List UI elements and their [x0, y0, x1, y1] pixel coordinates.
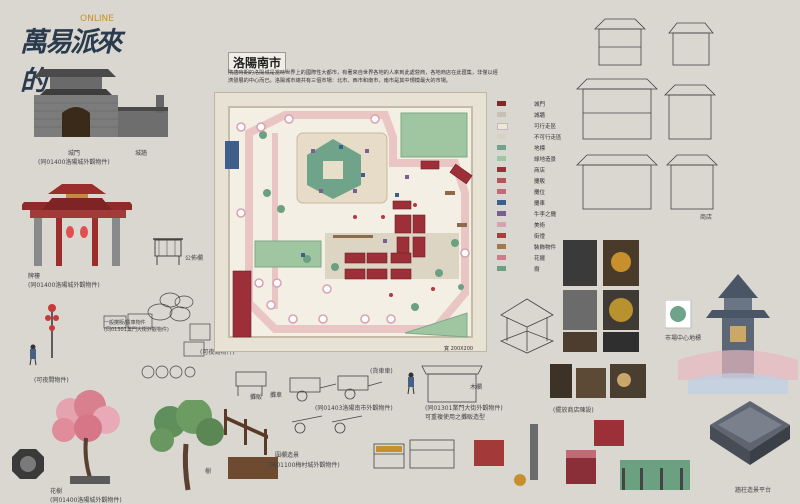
legend-swatch: [497, 134, 506, 139]
lantern-tower-illustration: [678, 274, 798, 394]
map-title: 洛陽南市: [228, 52, 287, 73]
market-map-svg: [215, 93, 486, 351]
legend-label: 樹: [534, 267, 540, 273]
cart-ref-caption: (同01403洛陽南市外觀物件): [315, 405, 393, 412]
legend-swatch: [497, 101, 506, 106]
fence-caption: 圍欄造景: [275, 452, 300, 459]
city-wall-caption: 城牆: [135, 150, 148, 157]
legend-label: 牛李之攤: [534, 212, 557, 218]
street-props-illustration: [103, 292, 211, 379]
decorative-window-icon: [12, 449, 44, 479]
legend-swatch: [497, 266, 506, 271]
booth-caption: 攤販: [250, 394, 263, 401]
map-scale: 寬 200X200: [444, 346, 474, 352]
legend-swatch: [497, 156, 506, 161]
stall-ref-caption: (同01301業門大街外觀物件) 可重複使用之攤販造型: [425, 405, 503, 421]
legend-label: 裝飾物件: [534, 245, 557, 251]
legend-label: 綠地造景: [534, 157, 557, 163]
legend-swatch: [497, 244, 506, 249]
stage-caption: 牆柱造景平台: [735, 487, 772, 494]
legend-label: 城門: [534, 102, 546, 108]
stage-platform-illustration: [710, 401, 790, 465]
market-stalls: [474, 420, 690, 490]
carts-and-stalls: [235, 365, 483, 434]
character-figure: [29, 344, 37, 366]
cart-caption: 攤車: [270, 392, 283, 399]
legend-label: 攤位: [534, 190, 546, 196]
center-lantern-caption: 市場中心地標: [665, 335, 702, 342]
map-description: 隋唐時期的洛陽城是當時世界上的國際性大都市，有著來自世界各地的人來到此處營商，各…: [228, 70, 498, 84]
landmark-photo: [665, 300, 692, 329]
legend-swatch: [497, 222, 506, 227]
legend-label: 花擺: [534, 256, 546, 262]
legend-swatch: [497, 178, 506, 183]
stall-items: [373, 439, 455, 469]
legend-swatch: [497, 189, 506, 194]
legend-swatch: [497, 211, 506, 216]
archway-caption: 牌樓 (同01400洛陽城外觀物件): [28, 273, 100, 289]
city-gate-caption: 城門 (同01400洛陽城外觀物件): [38, 150, 110, 166]
legend-label: 美術: [534, 223, 546, 229]
shop-props-caption: (擺放商店陳設): [553, 407, 594, 414]
lamp-caption: (可夜間物件): [34, 377, 69, 384]
fence-ref-caption: (同01100梅村城外觀物件): [268, 462, 340, 469]
pavilion-illustration: [499, 298, 555, 354]
flower-tree-illustration: [52, 390, 120, 484]
legend-swatch: [497, 200, 506, 205]
notice-board-illustration: [153, 238, 183, 265]
legend-label: 攤車: [534, 201, 546, 207]
street-props-caption: 一般攤販/貨車物件 (同01301業門大街外觀物件): [104, 320, 169, 333]
legend-label: 攤販: [534, 179, 546, 185]
market-map: [214, 92, 487, 352]
legend-label: 城牆: [534, 113, 546, 119]
fence-illustration: [224, 409, 278, 479]
notice-board-caption: 公佈欄: [185, 255, 204, 262]
legend-swatch: [497, 167, 506, 172]
legend-swatch: [497, 145, 506, 150]
logo-subtitle: ONLINE: [80, 14, 114, 24]
legend-label: 商店: [534, 168, 546, 174]
green-tree-illustration: [150, 400, 224, 491]
legend-swatch: [497, 112, 506, 117]
legend-label: 不可行走區: [534, 135, 562, 141]
building-elevations: [576, 18, 718, 210]
legend-swatch: [497, 233, 506, 238]
legend-label: 可行走區: [534, 124, 557, 130]
tree-caption: 樹: [205, 468, 212, 475]
shop-display-photos: [563, 240, 639, 352]
cart-note-caption: (貨車車): [370, 368, 393, 375]
archway-illustration: [22, 184, 132, 266]
flower-tree-caption: 花樹 (同01400洛陽城外觀物件): [50, 488, 122, 504]
shop-props-photos: [550, 364, 646, 398]
booth-note-caption: (可夜間物件): [200, 347, 235, 356]
city-gate-illustration: [34, 69, 168, 137]
legend-label: 街燈: [534, 234, 546, 240]
legend-swatch: [497, 123, 508, 130]
street-lamp-illustration: [45, 304, 59, 358]
fence-label-caption: 木欄: [470, 384, 483, 391]
legend-swatch: [497, 255, 506, 260]
legend-label: 地標: [534, 146, 546, 152]
character-figure-2: [407, 372, 415, 395]
store-caption: 商店: [700, 214, 713, 221]
